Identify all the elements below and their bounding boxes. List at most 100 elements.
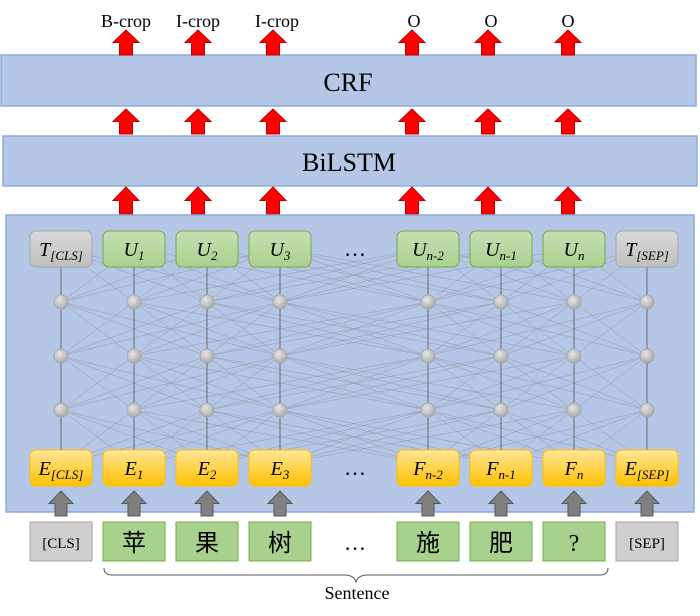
red-arrow-r3-c6 (553, 186, 583, 215)
gray-arrow-7 (487, 490, 515, 517)
top-token-label-1: T[CLS] (39, 239, 83, 263)
red-arrow-r1-c4 (397, 29, 427, 56)
network-node (126, 402, 142, 418)
input-token-box-3 (175, 521, 239, 562)
top-token-label-7: Un-1 (485, 239, 517, 263)
input-ellipsis: … (344, 530, 366, 555)
input-token-1: [CLS] (42, 536, 80, 552)
network-edge (206, 301, 429, 357)
embedding-base-1: E (38, 458, 51, 480)
network-node (272, 348, 288, 364)
red-arrow-r3-c5 (473, 186, 503, 215)
top-token-sub-1: [CLS] (50, 248, 83, 263)
network-edge (206, 409, 429, 465)
top-token-sub-2: 1 (138, 248, 145, 263)
input-token-6: 施 (416, 530, 440, 557)
gray-arrow-3 (193, 490, 221, 517)
embedding-label-1: E[CLS] (38, 458, 84, 482)
network-node (272, 402, 288, 418)
output-tag-2: I-crop (176, 11, 220, 31)
embedding-base-8: F (564, 458, 578, 480)
embedding-sub-4: 3 (282, 467, 290, 482)
network-edge (427, 301, 502, 357)
network-node (53, 402, 69, 418)
network-edge (60, 355, 135, 411)
top-token-base-1: T (39, 239, 52, 261)
top-token-sub-8: n (578, 248, 585, 263)
input-token-2: 苹 (122, 530, 146, 557)
network-edge (133, 355, 429, 411)
top-token-base-2: U (124, 239, 140, 261)
network-edge (573, 355, 648, 411)
input-token-box-9 (615, 521, 679, 562)
network-edge (206, 355, 502, 411)
gray-arrow-6 (414, 490, 442, 517)
top-token-base-8: U (564, 239, 580, 261)
red-arrow-r1-c1 (111, 29, 141, 56)
top-token-sub-3: 2 (211, 248, 218, 263)
network-edge (279, 355, 575, 411)
network-edge (279, 247, 502, 303)
network-node (53, 294, 69, 310)
network-edge (427, 355, 648, 411)
embedding-label-2: E1 (124, 458, 144, 482)
top-token-base-3: U (197, 239, 213, 261)
network-node (493, 348, 509, 364)
network-edge (427, 355, 502, 411)
network-edge (206, 301, 502, 357)
network-node (639, 348, 655, 364)
top-token-label-6: Un-2 (412, 239, 444, 263)
embedding-base-2: E (124, 458, 137, 480)
embedding-ellipsis: … (344, 455, 366, 480)
embedding-sub-7: n-1 (498, 467, 515, 482)
embedding-sub-8: n (577, 467, 584, 482)
embedding-label-6: Fn-2 (412, 458, 443, 482)
gray-arrow-9 (633, 490, 661, 517)
network-edge (279, 301, 575, 357)
embedding-sub-3: 2 (210, 467, 217, 482)
embedding-sub-1: [CLS] (51, 467, 84, 482)
top-token-base-9: T (625, 239, 638, 261)
gray-arrows (47, 490, 661, 517)
network-node (420, 402, 436, 418)
red-arrow-r2-c5 (473, 108, 503, 135)
embedding-box-8 (542, 449, 606, 487)
crf-layer-box (0, 54, 697, 107)
network-edge (279, 409, 575, 465)
network-node (639, 402, 655, 418)
top-token-base-7: U (485, 239, 501, 261)
embedding-box-7 (469, 449, 533, 487)
embedding-sub-6: n-2 (425, 467, 443, 482)
input-token-box-6 (396, 521, 460, 562)
network-node (199, 402, 215, 418)
top-token-label-4: U3 (270, 239, 291, 263)
network-node (420, 348, 436, 364)
top-token-box-3 (175, 230, 239, 268)
network-edge (133, 301, 429, 357)
input-tokens: [CLS]苹果树…施肥?[SEP] (29, 521, 679, 562)
embedding-box-9 (615, 449, 679, 487)
network-node (420, 294, 436, 310)
crf-layer-label: CRF (323, 68, 372, 97)
input-token-box-4 (248, 521, 312, 562)
top-token-label-3: U2 (197, 239, 218, 263)
embedding-sub-9: [SEP] (637, 467, 670, 482)
network-node (639, 294, 655, 310)
output-tag-1: B-crop (101, 11, 151, 31)
top-token-box-1 (29, 230, 93, 268)
red-arrow-r1-c5 (473, 29, 503, 56)
embedding-label-7: Fn-1 (485, 458, 516, 482)
network-edge (133, 247, 429, 303)
input-token-box-1 (29, 521, 93, 562)
output-tag-6: O (562, 11, 575, 31)
network-edge (279, 355, 502, 411)
top-token-sub-9: [SEP] (636, 248, 669, 263)
input-token-box-2 (102, 521, 166, 562)
red-arrow-r1-c2 (183, 29, 213, 56)
embedding-base-9: E (624, 458, 637, 480)
embedding-base-6: F (412, 458, 426, 480)
input-token-9: [SEP] (629, 536, 665, 552)
top-token-ellipsis: … (344, 236, 366, 261)
red-arrow-r2-c1 (111, 108, 141, 135)
